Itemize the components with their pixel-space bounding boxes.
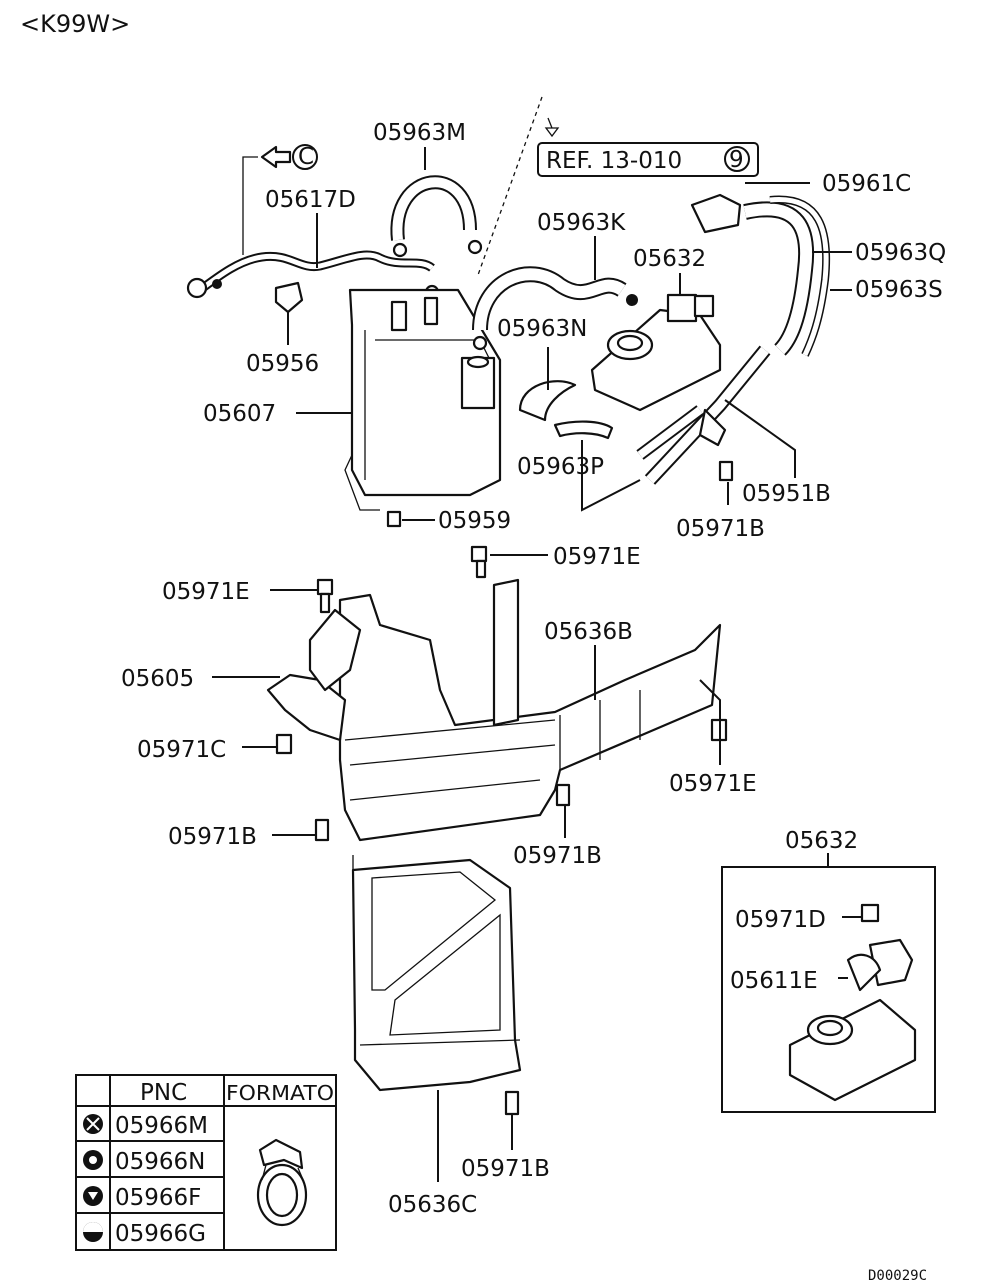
- legend-row: 05966G: [83, 1221, 206, 1247]
- reference-box[interactable]: REF. 13-010 9: [537, 142, 759, 177]
- label-05971D: 05971D: [735, 907, 826, 933]
- label-05632-top: 05632: [633, 246, 706, 272]
- model-header: <K99W>: [20, 10, 130, 38]
- bracket-05636B[interactable]: [338, 578, 722, 842]
- legend-col-formato: FORMATO: [226, 1081, 334, 1105]
- label-05963P: 05963P: [517, 454, 604, 480]
- reference-text: REF. 13-010: [546, 148, 682, 174]
- clip-f-icon: [88, 1192, 98, 1200]
- label-05607: 05607: [203, 401, 276, 427]
- legend-pnc: 05966G: [115, 1221, 206, 1247]
- label-05611E: 05611E: [730, 968, 818, 994]
- label-05971B-left: 05971B: [168, 824, 257, 850]
- legend-pnc: 05966F: [115, 1185, 201, 1211]
- bolt-icon: [470, 545, 488, 579]
- bolt-icon: [504, 1090, 520, 1116]
- clip-g-icon: [83, 1222, 103, 1232]
- label-05971E-left: 05971E: [162, 579, 250, 605]
- label-05971E-right: 05971E: [669, 771, 757, 797]
- clip-n-icon: [89, 1156, 97, 1164]
- arrow-ref-circle: C: [298, 144, 314, 170]
- arrow-ref-c: C: [260, 144, 318, 170]
- nut-icon: [555, 783, 571, 807]
- legend-table: PNC FORMATO 05966M 05966N 05966F 05966G: [75, 1074, 337, 1251]
- part-05959-icon: [386, 510, 402, 528]
- label-05636C: 05636C: [388, 1192, 477, 1218]
- label-05971B-bottom: 05971B: [461, 1156, 550, 1182]
- label-05959: 05959: [438, 508, 511, 534]
- label-05956: 05956: [246, 351, 319, 377]
- plate-05636C[interactable]: [351, 858, 522, 1092]
- label-05636B: 05636B: [544, 619, 633, 645]
- label-05971E-top: 05971E: [553, 544, 641, 570]
- nut-icon: [275, 733, 293, 755]
- label-05971B-top: 05971B: [676, 516, 765, 542]
- label-05963S: 05963S: [855, 277, 943, 303]
- ref-arrow-icon: [544, 117, 560, 138]
- inset-valve: [788, 903, 917, 1102]
- label-05971C: 05971C: [137, 737, 226, 763]
- label-05963Q: 05963Q: [855, 240, 946, 266]
- bolt-icon: [316, 578, 334, 614]
- label-05632-inset: 05632: [785, 828, 858, 854]
- legend-row: 05966M: [83, 1113, 208, 1139]
- footer-code: D00029C: [868, 1268, 927, 1284]
- nut-icon: [314, 818, 330, 842]
- label-05617D: 05617D: [265, 187, 356, 213]
- hose-end-icon: [186, 277, 208, 299]
- legend-row: 05966F: [83, 1185, 201, 1211]
- hose-clamp-icon: [256, 1138, 308, 1227]
- legend-row: 05966N: [83, 1149, 205, 1175]
- label-05963M: 05963M: [373, 120, 466, 146]
- legend-pnc: 05966M: [115, 1113, 208, 1139]
- valve-05632[interactable]: [590, 293, 722, 412]
- clip-05956-icon: [274, 281, 304, 314]
- label-05605: 05605: [121, 666, 194, 692]
- connector-05961C-icon: [690, 193, 742, 234]
- label-05961C: 05961C: [822, 171, 911, 197]
- bracket-05605[interactable]: [266, 673, 347, 742]
- clip-m-icon: [86, 1117, 100, 1131]
- label-05971B-mid: 05971B: [513, 843, 602, 869]
- label-05963N: 05963N: [497, 316, 587, 342]
- label-05963K: 05963K: [537, 210, 626, 236]
- label-05951B: 05951B: [742, 481, 831, 507]
- legend-col-pnc: PNC: [140, 1080, 187, 1106]
- reference-circle: 9: [729, 147, 744, 173]
- legend-pnc: 05966N: [115, 1149, 205, 1175]
- left-arrow-icon: [260, 145, 292, 169]
